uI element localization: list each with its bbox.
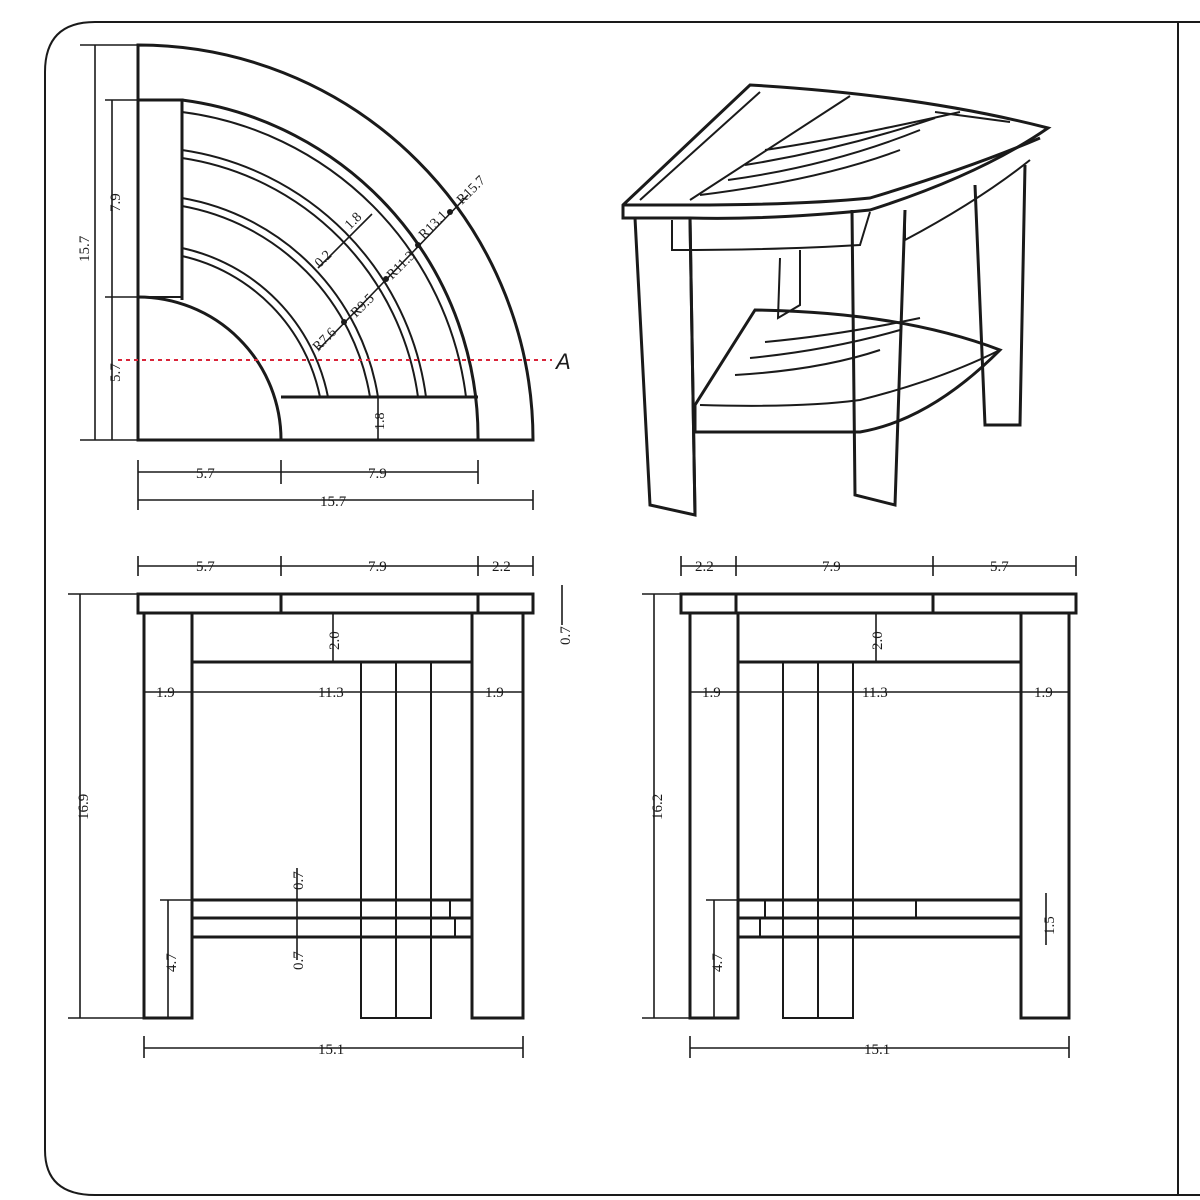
section-label-a: A xyxy=(554,349,571,374)
front-view-left: 5.7 7.9 2.2 0.7 2.0 1.9 11.3 1.9 16.9 xyxy=(68,556,574,1058)
dim-radius-2: R9.5 xyxy=(348,291,378,321)
dim-shelf-right-r: 1.5 xyxy=(1042,916,1058,935)
dim-inner-r: 11.3 xyxy=(862,685,888,701)
dim-top-right-r: 5.7 xyxy=(990,559,1009,575)
dim-inner-width: 5.7 xyxy=(196,466,215,482)
dim-left-lower: 5.7 xyxy=(108,363,124,382)
dim-shelf-top: 0.7 xyxy=(291,871,307,890)
dim-height: 16.9 xyxy=(76,794,92,820)
dim-apron: 2.0 xyxy=(327,631,343,650)
front-view-right: 2.2 7.9 5.7 2.0 1.9 11.3 1.9 16.2 4.7 1.… xyxy=(642,556,1078,1058)
dim-overall-depth: 15.7 xyxy=(77,235,93,262)
dim-seat-thickness: 0.7 xyxy=(558,626,574,645)
dim-top-left-r: 2.2 xyxy=(695,559,714,575)
dim-height-r: 16.2 xyxy=(650,794,666,820)
dim-radius-4: R13.1 xyxy=(416,208,451,243)
dim-top-mid-r: 7.9 xyxy=(822,559,841,575)
dim-leg-right-r: 1.9 xyxy=(1034,685,1053,701)
dim-left-upper: 7.9 xyxy=(108,193,124,212)
dim-apron-r: 2.0 xyxy=(870,631,886,650)
top-view: R7.6 R9.5 R11.3 R13.1 R15.7 0.2 1.8 1.8 … xyxy=(77,43,571,510)
dim-overall-width: 15.7 xyxy=(320,494,347,510)
dim-base-width: 15.1 xyxy=(318,1042,344,1058)
dim-radius-5: R15.7 xyxy=(454,173,489,208)
dim-leg-left: 1.9 xyxy=(156,685,175,701)
dim-leg-left-r: 1.9 xyxy=(702,685,721,701)
dim-leg-right: 1.9 xyxy=(485,685,504,701)
dim-front-rail: 1.8 xyxy=(373,413,388,431)
dim-shelf-height-r: 4.7 xyxy=(710,953,726,972)
drawing-frame xyxy=(44,21,1200,1196)
dim-shelf-height: 4.7 xyxy=(164,953,180,972)
dim-slat-thickness: 1.8 xyxy=(342,210,365,233)
dim-slat-gap: 0.2 xyxy=(312,248,335,271)
dim-shelf-bottom: 0.7 xyxy=(291,951,307,970)
dim-top-left: 5.7 xyxy=(196,559,215,575)
dim-slat-width: 7.9 xyxy=(368,466,387,482)
dim-radius-1: R7.6 xyxy=(310,325,340,355)
dim-top-right: 2.2 xyxy=(492,559,511,575)
dim-top-mid: 7.9 xyxy=(368,559,387,575)
dim-base-width-r: 15.1 xyxy=(864,1042,890,1058)
perspective-view xyxy=(621,83,1052,517)
dim-inner: 11.3 xyxy=(318,685,344,701)
